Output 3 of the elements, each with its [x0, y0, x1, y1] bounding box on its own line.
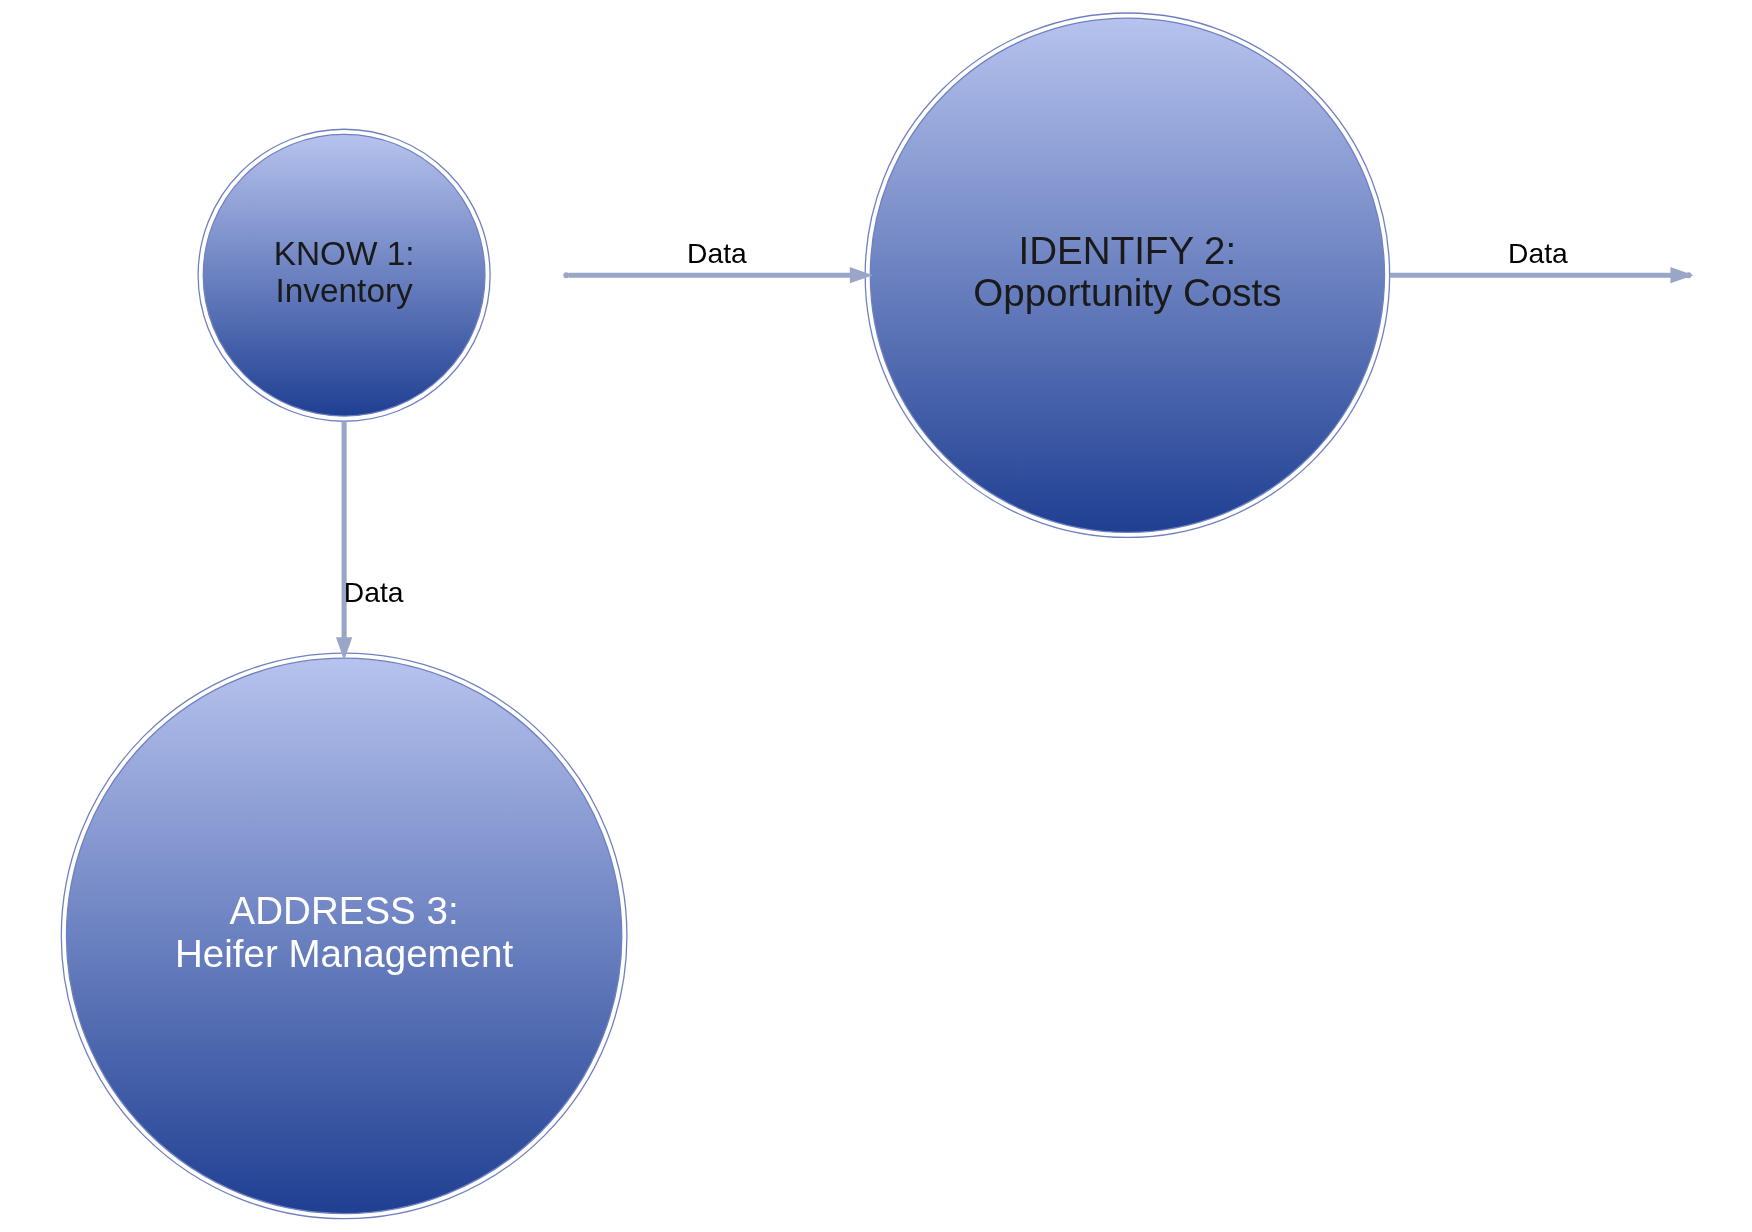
edge-label: Data	[1508, 237, 1568, 270]
edge-label: Data	[687, 237, 747, 270]
edge-label: Data	[343, 576, 404, 609]
